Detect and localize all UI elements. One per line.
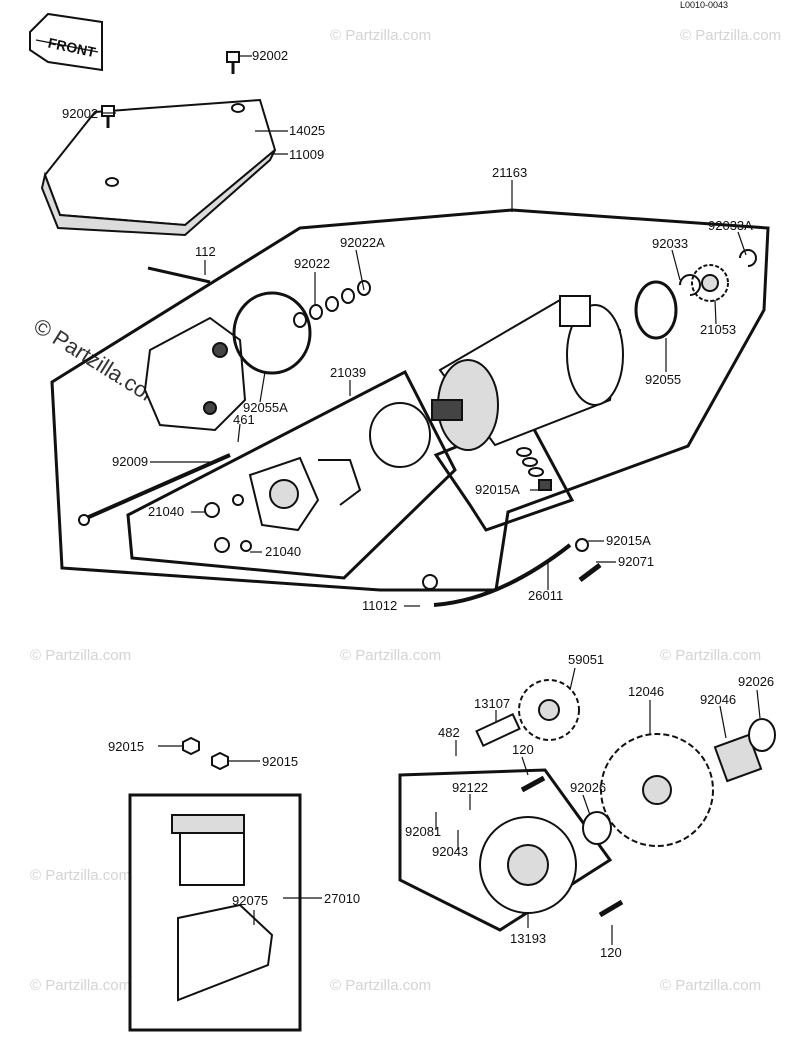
relay-cover-part	[40, 98, 277, 237]
figure-code: L0010-0043	[680, 0, 728, 10]
watermark: © Partzilla.com	[330, 27, 431, 44]
shaft-icon	[475, 712, 521, 748]
part-label-92009: 92009	[112, 454, 148, 469]
cable-icon	[422, 538, 602, 607]
pinion-gear-icon	[679, 249, 757, 302]
sprocket-gear-icon	[518, 679, 580, 741]
part-label-92043: 92043	[432, 844, 468, 859]
washer-icon	[582, 811, 612, 845]
front-arrow-icon: FRONT	[29, 12, 103, 72]
watermark: © Partzilla.com	[330, 977, 431, 994]
part-label-92075: 92075	[232, 893, 268, 908]
part-label-92055A: 92055A	[243, 400, 288, 415]
watermark: © Partzilla.com	[30, 647, 131, 664]
part-label-21040: 21040	[265, 544, 301, 559]
screw-icon	[147, 266, 211, 284]
part-label-112: 112	[195, 244, 216, 259]
leader-lines	[101, 55, 761, 945]
part-label-92026: 92026	[570, 780, 606, 795]
part-labels: 92002 92002 14025 11009 21163 112 92022A…	[62, 48, 774, 960]
o-ring-icon	[232, 291, 312, 375]
part-label-92055: 92055	[645, 372, 681, 387]
relay-outline	[128, 793, 302, 1032]
starter-assembly-outline	[50, 208, 770, 592]
part-label-21163: 21163	[492, 165, 527, 180]
part-label-13193: 13193	[510, 931, 546, 946]
part-label-92026: 92026	[738, 674, 774, 689]
part-label-482: 482	[438, 725, 460, 740]
washer-icon	[748, 718, 776, 752]
part-label-59051: 59051	[568, 652, 604, 667]
part-label-120: 120	[512, 742, 534, 757]
watermark: © Partzilla.com	[680, 27, 781, 44]
part-label-13107: 13107	[474, 696, 510, 711]
part-label-27010: 27010	[324, 891, 360, 906]
part-label-92046: 92046	[700, 692, 736, 707]
bolt-icon	[598, 899, 624, 918]
nut-icon	[182, 736, 200, 756]
part-label-92015: 92015	[262, 754, 298, 769]
starter-relay-part	[171, 814, 274, 1002]
part-label-92022A: 92022A	[340, 235, 385, 250]
long-bolt-icon	[81, 453, 231, 522]
part-label-461: 461	[233, 412, 255, 427]
part-label-21040: 21040	[148, 504, 184, 519]
part-label-92022: 92022	[294, 256, 330, 271]
watermark: © Partzilla.com	[30, 867, 131, 884]
part-label-92122: 92122	[452, 780, 488, 795]
part-label-21039: 21039	[330, 365, 366, 380]
part-label-92002: 92002	[62, 106, 98, 121]
part-label-120: 120	[600, 945, 622, 960]
part-label-92071: 92071	[618, 554, 654, 569]
watermark: © Partzilla.com	[660, 647, 761, 664]
bolt-icon	[101, 51, 240, 128]
part-label-92015A: 92015A	[606, 533, 651, 548]
part-label-14025: 14025	[289, 123, 325, 138]
nut-icon	[211, 751, 229, 771]
washers-icon	[293, 280, 371, 328]
part-label-26011: 26011	[528, 588, 563, 603]
end-cover-part	[143, 316, 247, 432]
part-label-21053: 21053	[700, 322, 736, 337]
part-label-92033A: 92033A	[708, 218, 753, 233]
watermark: © Partzilla.com	[340, 647, 441, 664]
watermark: © Partzilla.com	[660, 977, 761, 994]
starter-motor-part	[431, 295, 624, 451]
needle-bearing-icon	[713, 733, 763, 783]
part-label-92015A: 92015A	[475, 482, 520, 497]
brush-holder-outline	[126, 369, 457, 580]
brush-plate-part	[204, 402, 431, 553]
part-label-92081: 92081	[405, 824, 441, 839]
watermark: © Partzilla.com	[30, 977, 131, 994]
part-label-92015: 92015	[108, 739, 144, 754]
bolt-icon	[520, 775, 546, 793]
part-label-92002: 92002	[252, 48, 288, 63]
part-label-12046: 12046	[628, 684, 664, 699]
part-label-11012: 11012	[362, 598, 397, 613]
o-ring-icon	[634, 280, 678, 340]
part-label-11009: 11009	[289, 147, 324, 162]
part-label-92033: 92033	[652, 236, 688, 251]
starter-clutch-part	[479, 816, 577, 914]
nut-stack-icon	[516, 447, 552, 491]
chain-sprocket-icon	[600, 733, 714, 847]
